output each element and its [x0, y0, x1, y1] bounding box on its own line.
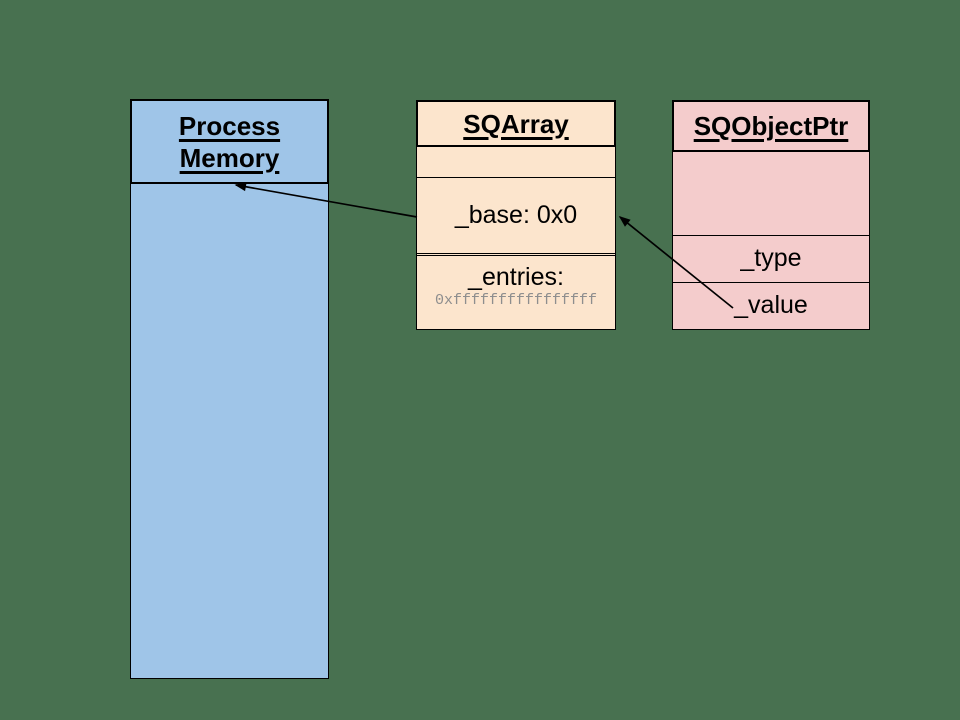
sqobjectptr-row-value: _value [673, 283, 869, 330]
sqobjectptr-rows: _type _value [672, 152, 870, 330]
sqobjectptr-title: SQObjectPtr [693, 111, 849, 141]
sqarray-row-base: _base: 0x0 [417, 178, 615, 254]
sqarray-row-entries: _entries: 0xffffffffffffffff [417, 256, 615, 329]
sqarray-entries-label: _entries: [468, 263, 564, 291]
sqarray-row-empty [417, 147, 615, 178]
process-memory-box: Process Memory [130, 99, 329, 679]
sqarray-entries-value: 0xffffffffffffffff [434, 292, 598, 309]
sqarray-rows: _base: 0x0 _entries: 0xffffffffffffffff [416, 147, 616, 330]
process-memory-body [130, 184, 329, 679]
sqobjectptr-row-type: _type [673, 236, 869, 283]
process-memory-title: Process Memory [178, 110, 281, 173]
sqarray-header: SQArray [416, 100, 616, 147]
sqobjectptr-row-empty [673, 152, 869, 236]
sqarray-title: SQArray [463, 108, 569, 139]
sqobjectptr-header: SQObjectPtr [672, 100, 870, 152]
sqobjectptr-value-label: _value [734, 291, 808, 320]
sqobjectptr-box: SQObjectPtr _type _value [672, 100, 870, 330]
sqarray-box: SQArray _base: 0x0 _entries: 0xfffffffff… [416, 100, 616, 330]
sqobjectptr-type-label: _type [740, 244, 802, 272]
sqarray-double-separator [417, 254, 615, 256]
sqarray-base-label: _base: 0x0 [454, 200, 578, 229]
process-memory-header: Process Memory [130, 99, 329, 184]
